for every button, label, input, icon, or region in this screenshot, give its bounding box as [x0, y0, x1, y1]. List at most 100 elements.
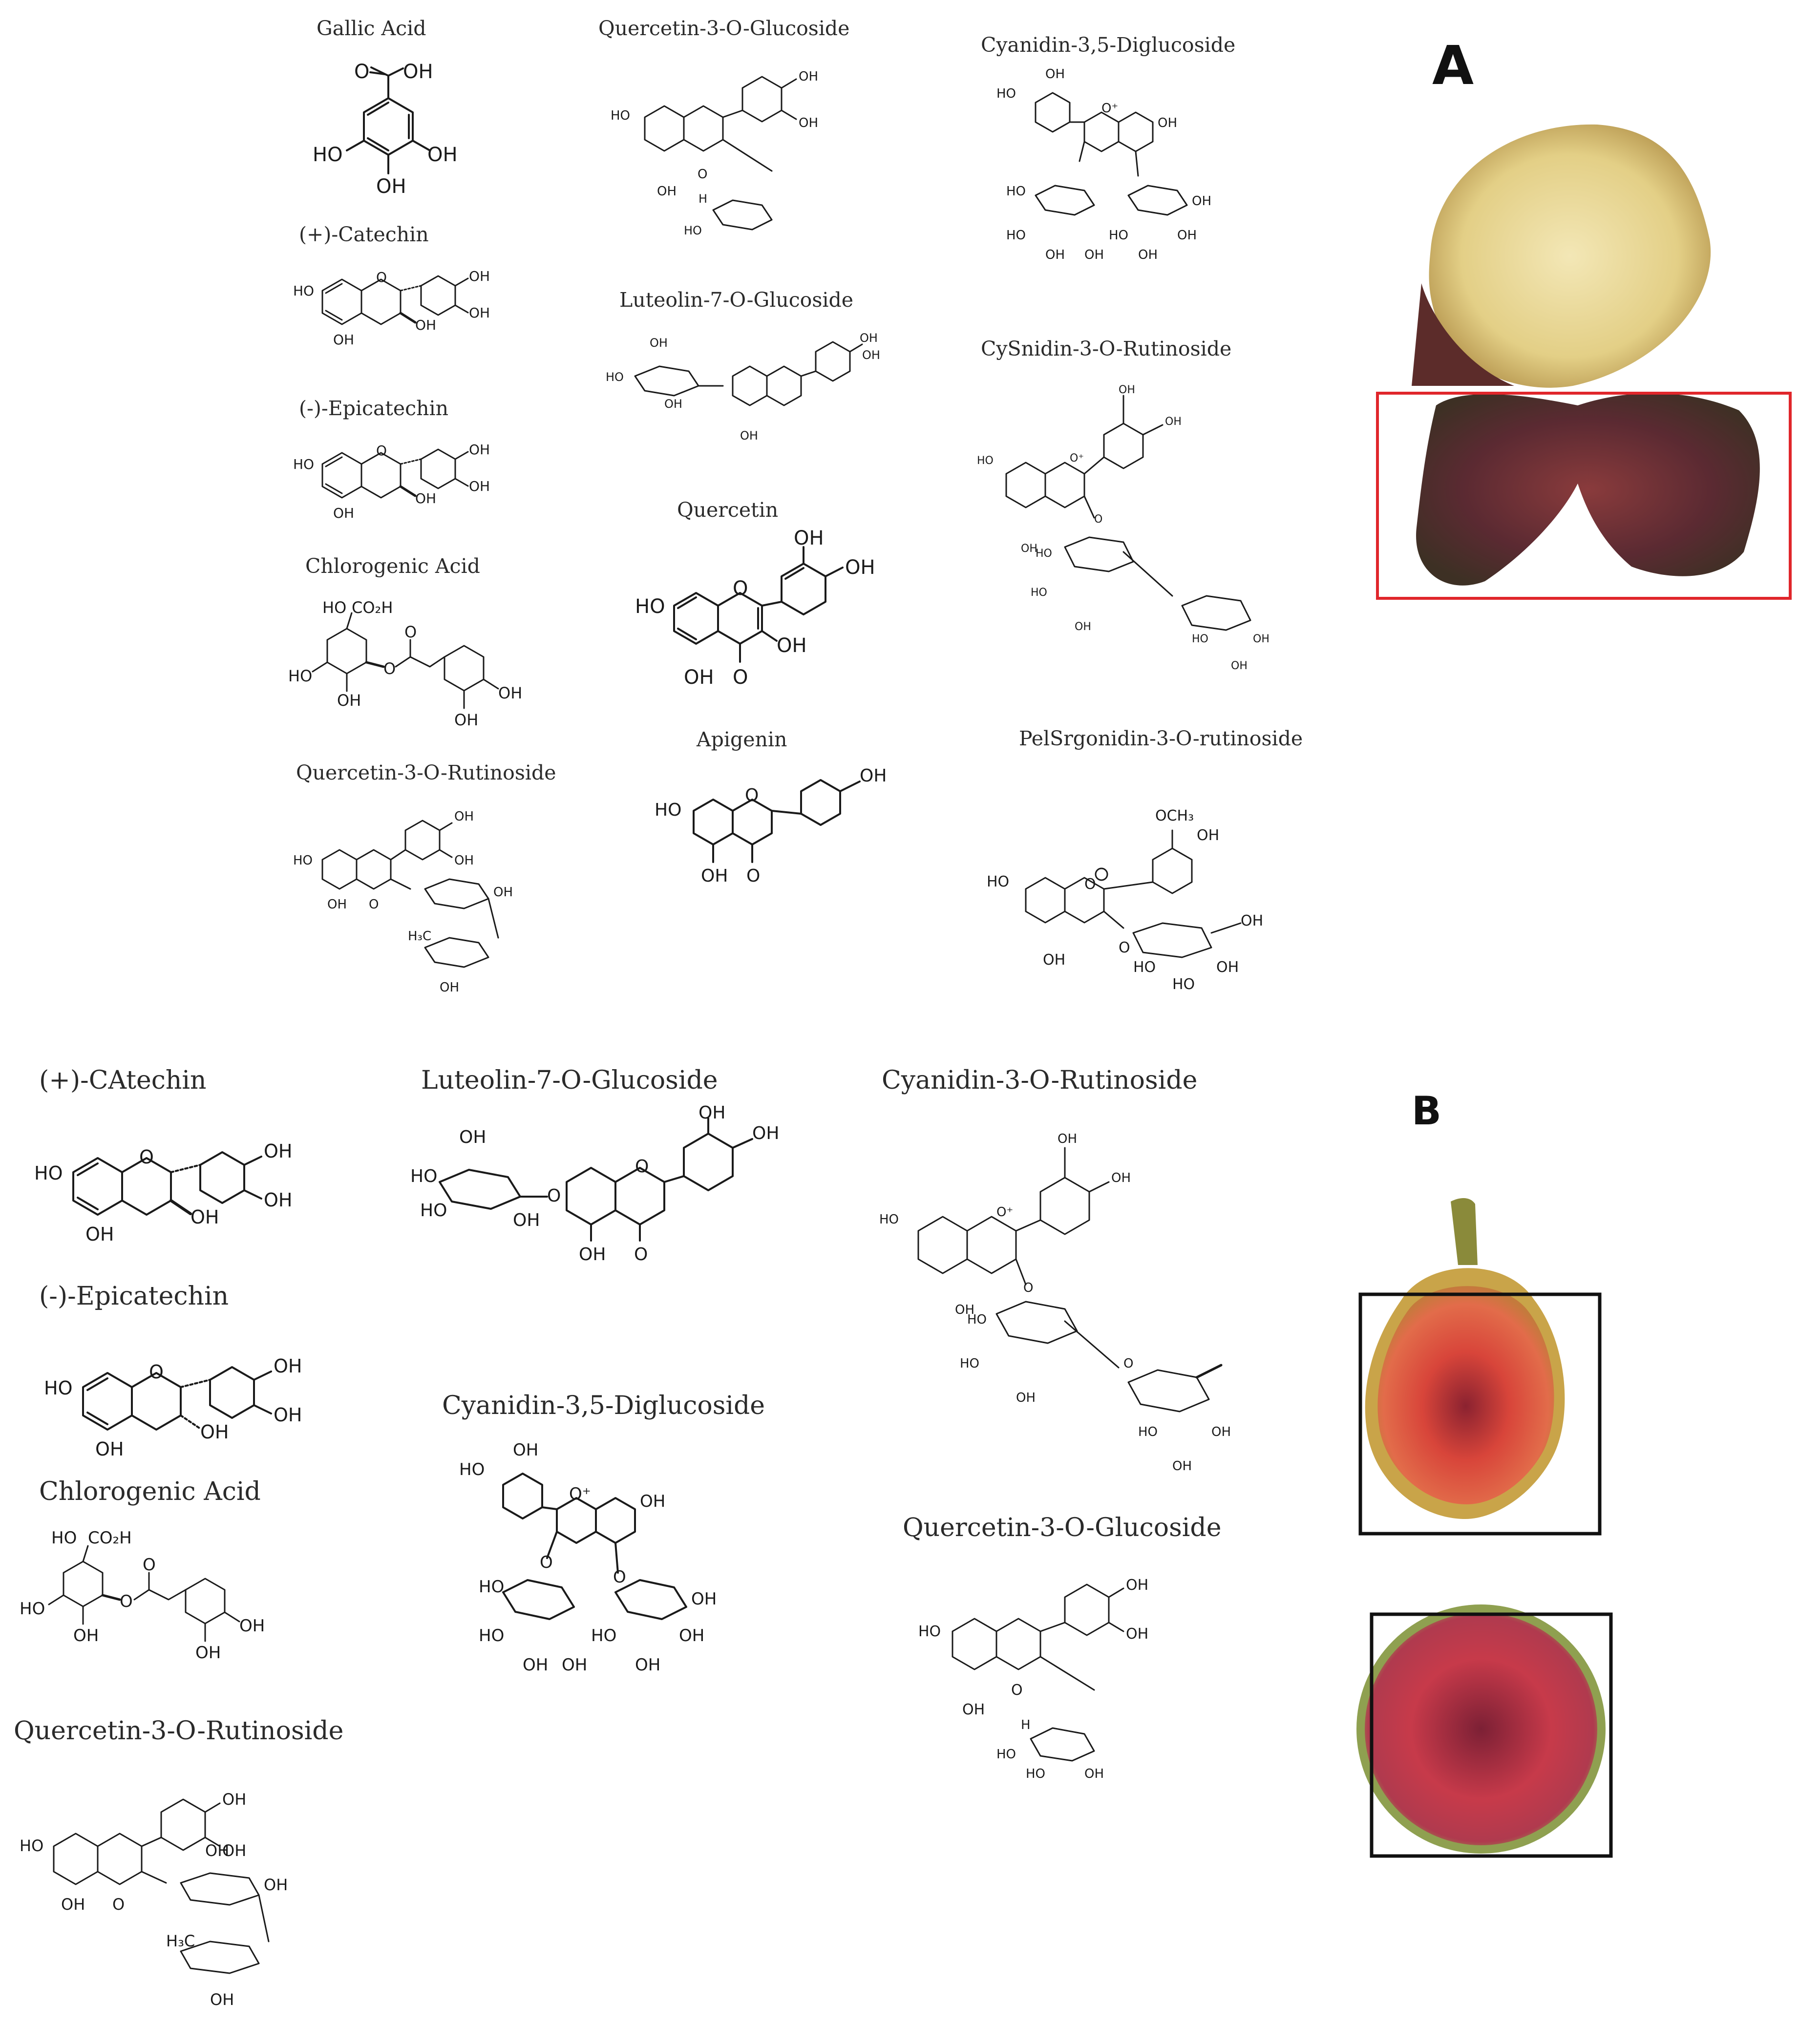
- svg-text:O: O: [376, 443, 387, 459]
- svg-text:OH: OH: [222, 1841, 246, 1860]
- svg-text:OH: OH: [454, 809, 474, 824]
- label-a-luteolin-7-o-glucoside: Luteolin-7-O-Glucoside: [619, 288, 854, 312]
- structure-b-quercetin-3-o-glucoside: HO OH OH OH O H HO HO OH: [918, 1577, 1148, 1781]
- svg-text:HO: HO: [34, 1162, 63, 1184]
- svg-text:OH: OH: [459, 1127, 486, 1147]
- svg-text:HO: HO: [20, 1599, 45, 1619]
- svg-text:OH: OH: [376, 175, 406, 198]
- svg-text:OH: OH: [1197, 827, 1219, 844]
- svg-text:OH: OH: [73, 1626, 99, 1645]
- svg-text:OH: OH: [95, 1438, 124, 1460]
- svg-text:OH: OH: [333, 332, 354, 348]
- svg-text:HO: HO: [1138, 1425, 1158, 1439]
- svg-text:OH: OH: [1177, 228, 1197, 243]
- svg-text:HO: HO: [293, 456, 314, 472]
- svg-text:OH: OH: [210, 1990, 234, 2009]
- svg-text:O⁺: O⁺: [569, 1484, 591, 1504]
- svg-text:OH: OH: [1126, 1577, 1148, 1594]
- svg-text:O⁺: O⁺: [996, 1205, 1013, 1220]
- structure-b-catechin: O HO OH OH OH OH: [34, 1140, 292, 1245]
- svg-text:O: O: [745, 785, 759, 805]
- svg-text:HO: HO: [996, 86, 1016, 101]
- svg-text:OH: OH: [513, 1440, 538, 1460]
- svg-text:O: O: [547, 1186, 561, 1206]
- svg-text:H₃C: H₃C: [408, 929, 431, 944]
- svg-text:OH: OH: [454, 853, 474, 868]
- fig-photo-b: [1356, 1198, 1613, 1858]
- structure-a-cyanidin-3-5-diglucoside: OH HO O⁺ OH HO HO OH OH HO OH OH OH: [996, 67, 1211, 262]
- svg-text:O: O: [634, 1245, 648, 1265]
- svg-text:OH: OH: [679, 1626, 704, 1645]
- svg-text:HO: HO: [879, 1212, 899, 1227]
- svg-text:HO: HO: [44, 1377, 72, 1399]
- svg-text:OH: OH: [657, 184, 677, 199]
- svg-text:OH: OH: [264, 1140, 292, 1162]
- svg-text:O: O: [139, 1146, 154, 1168]
- svg-text:O: O: [404, 623, 417, 641]
- structure-a-luteolin-7-o-glucoside: HO OH OH OH OH OH: [606, 331, 880, 443]
- structure-b-chlorogenic-acid: HO CO₂H HO OH O O OH OH: [20, 1528, 265, 1663]
- label-b-catechin: (+)-CAtechin: [39, 1066, 207, 1095]
- svg-text:OH: OH: [1126, 1625, 1148, 1643]
- structure-a-epicatechin: O HO OH OH OH OH: [293, 442, 490, 521]
- svg-text:O: O: [1084, 876, 1096, 893]
- svg-text:O: O: [1119, 939, 1130, 956]
- svg-text:OH: OH: [740, 429, 758, 443]
- svg-text:O: O: [1094, 513, 1102, 526]
- svg-text:HO: HO: [288, 667, 312, 685]
- label-a-chlorogenic-acid: Chlorogenic Acid: [305, 554, 480, 578]
- svg-text:OH: OH: [274, 1355, 302, 1377]
- svg-text:CO₂H: CO₂H: [352, 598, 393, 617]
- svg-text:HO: HO: [655, 800, 681, 820]
- svg-text:OH: OH: [1043, 951, 1065, 969]
- svg-text:OH: OH: [1084, 1767, 1104, 1781]
- svg-text:O: O: [354, 61, 369, 83]
- svg-text:HO: HO: [313, 144, 343, 166]
- label-a-quercetin-3-o-rutinoside: Quercetin-3-O-Rutinoside: [296, 761, 556, 784]
- svg-text:HO: HO: [611, 108, 630, 123]
- structure-a-chlorogenic-acid: HO CO₂H HO OH O O OH OH: [288, 598, 522, 729]
- svg-text:O: O: [143, 1555, 156, 1575]
- svg-text:HO: HO: [1036, 548, 1052, 560]
- svg-text:HO: HO: [967, 1312, 987, 1327]
- svg-text:OH: OH: [1192, 194, 1211, 209]
- svg-text:HO: HO: [20, 1836, 43, 1855]
- svg-text:O: O: [120, 1592, 133, 1611]
- structure-a-quercetin-3-o-rutinoside: HO OH OH OH O H₃C OH OH: [293, 809, 513, 995]
- svg-text:O: O: [149, 1361, 164, 1383]
- svg-text:OCH₃: OCH₃: [1155, 807, 1194, 824]
- svg-text:HO: HO: [684, 224, 702, 237]
- svg-text:HO: HO: [1133, 959, 1156, 976]
- svg-text:OH: OH: [415, 317, 436, 333]
- svg-text:HO: HO: [635, 595, 665, 618]
- label-a-pelsrgonidin-3-o-rutinoside: PelSrgonidin-3-O-rutinoside: [1019, 727, 1303, 750]
- svg-text:H: H: [1021, 1718, 1031, 1732]
- svg-text:OH: OH: [264, 1189, 292, 1211]
- svg-text:O: O: [613, 1567, 626, 1587]
- svg-text:HO: HO: [1006, 184, 1026, 199]
- svg-text:O: O: [746, 866, 760, 886]
- svg-text:OH: OH: [962, 1701, 985, 1718]
- svg-text:OH: OH: [691, 1589, 717, 1609]
- svg-text:OH: OH: [327, 897, 347, 912]
- svg-text:OH: OH: [427, 144, 458, 166]
- fig-photo-a: [1376, 124, 1792, 600]
- svg-text:O: O: [383, 659, 396, 678]
- svg-text:HO: HO: [591, 1626, 616, 1645]
- svg-text:OH: OH: [1045, 67, 1065, 82]
- svg-text:HO: HO: [420, 1201, 447, 1221]
- svg-text:OH: OH: [1111, 1171, 1131, 1185]
- svg-text:OH: OH: [1058, 1132, 1077, 1146]
- label-a-quercetin: Quercetin: [677, 498, 779, 522]
- structure-b-cyanidin-3-o-rutinoside: HO O⁺ OH OH OH O HO HO OH O HO OH OH: [879, 1132, 1231, 1474]
- structure-a-catechin: O HO OH OH OH OH: [293, 268, 490, 348]
- svg-text:OH: OH: [195, 1643, 221, 1663]
- svg-text:O: O: [635, 1157, 649, 1177]
- svg-text:H₃C: H₃C: [166, 1932, 195, 1950]
- svg-text:OH: OH: [664, 397, 682, 411]
- svg-text:OH: OH: [200, 1421, 229, 1443]
- structure-a-apigenin: O HO OH OH O: [655, 766, 887, 886]
- svg-text:HO: HO: [1026, 1767, 1045, 1781]
- svg-text:OH: OH: [469, 305, 490, 321]
- svg-text:OH: OH: [1084, 248, 1104, 262]
